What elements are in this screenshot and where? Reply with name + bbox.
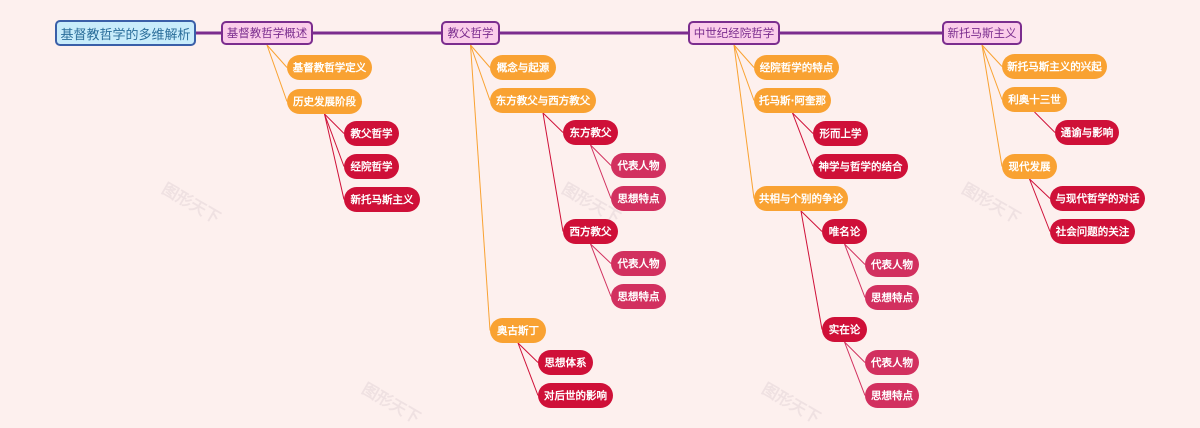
node[interactable]: 形而上学 (813, 121, 868, 146)
connector-line (844, 341, 866, 396)
connector-line (981, 44, 1003, 67)
connector-line (981, 44, 1003, 100)
connector-line (733, 44, 755, 101)
node[interactable]: 经院哲学 (344, 154, 399, 179)
node[interactable]: 概念与起源 (490, 55, 556, 80)
branch-overview[interactable]: 基督教哲学概述 (221, 21, 313, 45)
connector-line (324, 113, 345, 200)
connector-line (1034, 111, 1056, 133)
node[interactable]: 现代发展 (1002, 154, 1057, 179)
node[interactable]: 实在论 (822, 317, 867, 342)
root-topic[interactable]: 基督教哲学的多维解析 (55, 20, 196, 46)
connector-line (981, 44, 1003, 167)
node[interactable]: 对后世的影响 (538, 383, 613, 408)
connector-line (800, 210, 823, 232)
node[interactable]: 代表人物 (611, 251, 666, 276)
connector-line (792, 112, 814, 167)
node[interactable]: 代表人物 (611, 153, 666, 178)
connector-line (470, 44, 491, 68)
node[interactable]: 教父哲学 (344, 121, 399, 146)
node[interactable]: 代表人物 (865, 252, 919, 277)
node[interactable]: 东方教父与西方教父 (490, 88, 596, 113)
connector-line (470, 44, 491, 331)
connector-line (590, 144, 612, 199)
connector-line (800, 210, 823, 330)
node[interactable]: 基督教哲学定义 (287, 55, 372, 80)
node[interactable]: 东方教父 (563, 120, 618, 145)
node[interactable]: 唯名论 (822, 219, 867, 244)
node[interactable]: 思想特点 (611, 284, 666, 309)
connector-line (590, 243, 612, 264)
node[interactable]: 与现代哲学的对话 (1050, 186, 1145, 211)
connector-line (324, 113, 345, 167)
branch-neo-thomism[interactable]: 新托马斯主义 (942, 21, 1022, 45)
node[interactable]: 奥古斯丁 (490, 318, 546, 343)
connector-line (590, 144, 612, 166)
connector-line (733, 44, 755, 68)
connector-line (266, 44, 288, 68)
node[interactable]: 思想体系 (538, 350, 593, 375)
connector-line (590, 243, 612, 297)
node[interactable]: 新托马斯主义 (344, 187, 420, 212)
node[interactable]: 西方教父 (563, 219, 618, 244)
node[interactable]: 历史发展阶段 (287, 89, 362, 114)
node[interactable]: 思想特点 (865, 383, 919, 408)
branch-scholastic[interactable]: 中世纪经院哲学 (688, 21, 780, 45)
node[interactable]: 社会问题的关注 (1050, 219, 1135, 244)
node[interactable]: 思想特点 (611, 186, 666, 211)
node[interactable]: 通谕与影响 (1055, 120, 1119, 145)
connector-line (1029, 178, 1051, 232)
connector-line (266, 44, 288, 102)
connector-line (733, 44, 755, 199)
connector-line (542, 112, 564, 232)
node[interactable]: 共相与个别的争论 (754, 186, 848, 211)
node[interactable]: 思想特点 (865, 285, 919, 310)
node[interactable]: 利奥十三世 (1002, 87, 1067, 112)
branch-patristic[interactable]: 教父哲学 (441, 21, 500, 45)
connector-line (470, 44, 491, 101)
node[interactable]: 托马斯·阿奎那 (754, 88, 831, 113)
node[interactable]: 神学与哲学的结合 (813, 154, 908, 179)
node[interactable]: 代表人物 (865, 350, 919, 375)
connector-line (844, 243, 866, 298)
connector-line (844, 243, 866, 265)
connector-line (542, 112, 564, 133)
connector-line (844, 341, 866, 363)
connector-line (324, 113, 345, 134)
connector-line (517, 342, 539, 396)
connector-line (792, 112, 814, 134)
node[interactable]: 经院哲学的特点 (754, 55, 839, 80)
connector-line (1029, 178, 1051, 199)
connector-line (517, 342, 539, 363)
node[interactable]: 新托马斯主义的兴起 (1002, 54, 1107, 79)
